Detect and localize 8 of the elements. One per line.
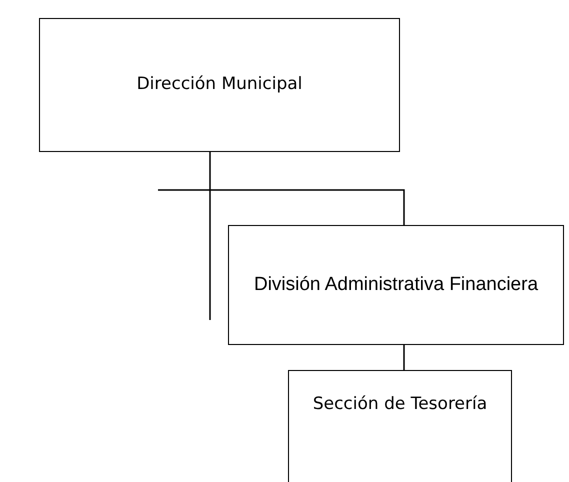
- org-box: [39, 18, 400, 152]
- org-box: [288, 370, 512, 482]
- connector-line: [209, 152, 405, 225]
- box-label: Sección de Tesorería: [312, 393, 488, 416]
- box-label: División Administrativa Financiera: [252, 272, 540, 297]
- connector-line: [403, 345, 405, 370]
- org-box: [228, 225, 564, 345]
- box-label: Dirección Municipal: [136, 73, 302, 96]
